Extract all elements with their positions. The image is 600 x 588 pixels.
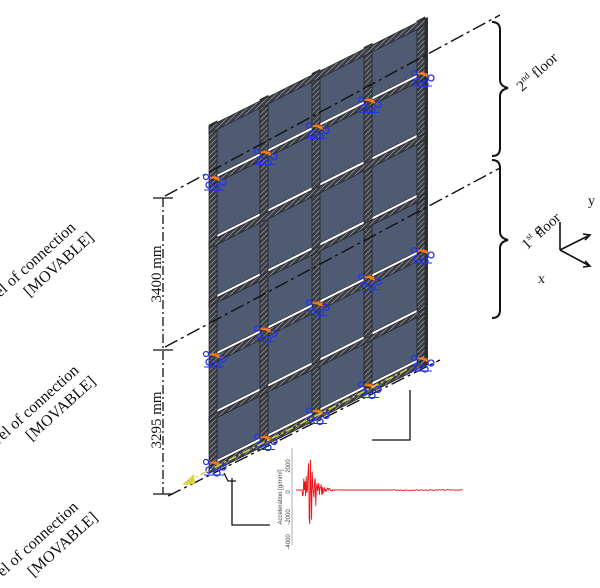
connection-level-3-label: 3rd level of connection [MOVABLE] <box>0 499 101 588</box>
supports <box>202 69 435 477</box>
dimension-lines <box>153 197 173 495</box>
plot-connectors <box>223 390 411 526</box>
transom <box>208 307 426 423</box>
facade-frame <box>208 16 428 475</box>
support-symbol <box>253 148 278 167</box>
support-symbol <box>253 433 278 452</box>
floor-braces <box>491 21 509 319</box>
dash-dot-line <box>164 14 501 197</box>
support-symbol <box>305 299 330 318</box>
floor-2-label: 2nd floor <box>513 49 562 95</box>
support-symbol <box>202 350 227 369</box>
plot-ylabel: Acceleration [g/mm²] <box>278 469 284 524</box>
plot-tick-1: 0 <box>286 490 292 494</box>
dimension-lower-label: 3295 mm <box>149 391 165 448</box>
axis-z-label: z <box>536 223 542 238</box>
support-symbol <box>202 458 227 477</box>
axis-y-label: y <box>588 194 595 209</box>
support-symbol <box>410 354 435 373</box>
support-symbol <box>410 246 435 265</box>
transom <box>208 132 426 250</box>
acceleration-signal <box>296 459 463 525</box>
input-arrow <box>182 367 411 485</box>
support-symbol <box>357 273 382 292</box>
plot-tick-0: 2000 <box>286 459 292 473</box>
plot-tick-3: -4000 <box>286 534 292 550</box>
transom <box>208 192 426 308</box>
support-symbol <box>357 381 382 400</box>
support-symbol <box>253 325 278 344</box>
plot-tick-2: -2000 <box>286 509 292 525</box>
axis-triad <box>559 222 592 268</box>
connection-level-1-label: 1st level of connection [MOVABLE] <box>0 219 97 316</box>
transom <box>208 17 426 135</box>
support-symbol <box>202 173 227 192</box>
dimension-upper-label: 3400 mm <box>149 245 165 302</box>
support-symbol <box>410 69 435 88</box>
acceleration-plot: Acceleration [g/mm²] 2000 0 -2000 -4000 <box>278 448 463 550</box>
support-symbol <box>305 122 330 141</box>
support-symbol <box>357 96 382 115</box>
axis-x-label: x <box>538 272 545 287</box>
dash-dot-line <box>164 167 501 348</box>
reference-lines <box>164 14 501 497</box>
connection-level-2-label: 2nd level of connection [MOVABLE] <box>0 362 99 459</box>
dash-dot-line <box>167 359 441 497</box>
support-symbol <box>305 407 330 426</box>
